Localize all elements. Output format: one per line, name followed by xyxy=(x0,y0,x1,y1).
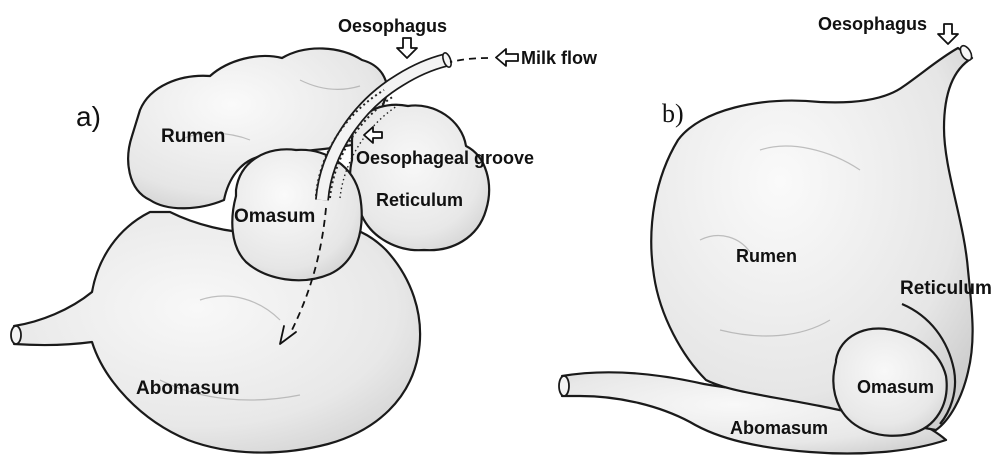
milk-flow-arrow-a xyxy=(496,49,518,66)
label-oesophageal-groove-a: Oesophageal groove xyxy=(356,148,534,168)
panel-b: b) Oesophagus Rumen Reticulum Omasum Abo… xyxy=(559,14,992,454)
reticulum-shape-a xyxy=(350,105,489,250)
label-omasum-a: Omasum xyxy=(234,206,315,227)
abomasum-tip-a xyxy=(11,326,21,344)
label-oesophagus-b: Oesophagus xyxy=(818,14,927,34)
label-reticulum-b: Reticulum xyxy=(900,278,992,299)
label-reticulum-a: Reticulum xyxy=(376,190,463,210)
panel-a: a) Oesophagus Milk flow Rumen Oesophagea… xyxy=(11,16,598,453)
abomasum-shape-a xyxy=(14,212,420,453)
oesophagus-arrow-b xyxy=(938,24,958,44)
label-rumen-b: Rumen xyxy=(736,246,797,266)
panel-label-b: b) xyxy=(662,99,684,128)
oesophagus-arrow-a xyxy=(397,38,417,58)
label-omasum-b: Omasum xyxy=(857,377,934,397)
label-rumen-a: Rumen xyxy=(161,126,225,147)
panel-label-a: a) xyxy=(76,101,101,132)
label-abomasum-a: Abomasum xyxy=(136,378,239,399)
abomasum-tip-b xyxy=(559,376,569,396)
label-abomasum-b: Abomasum xyxy=(730,418,828,438)
label-milk-flow-a: Milk flow xyxy=(521,48,598,68)
label-oesophagus-a: Oesophagus xyxy=(338,16,447,36)
